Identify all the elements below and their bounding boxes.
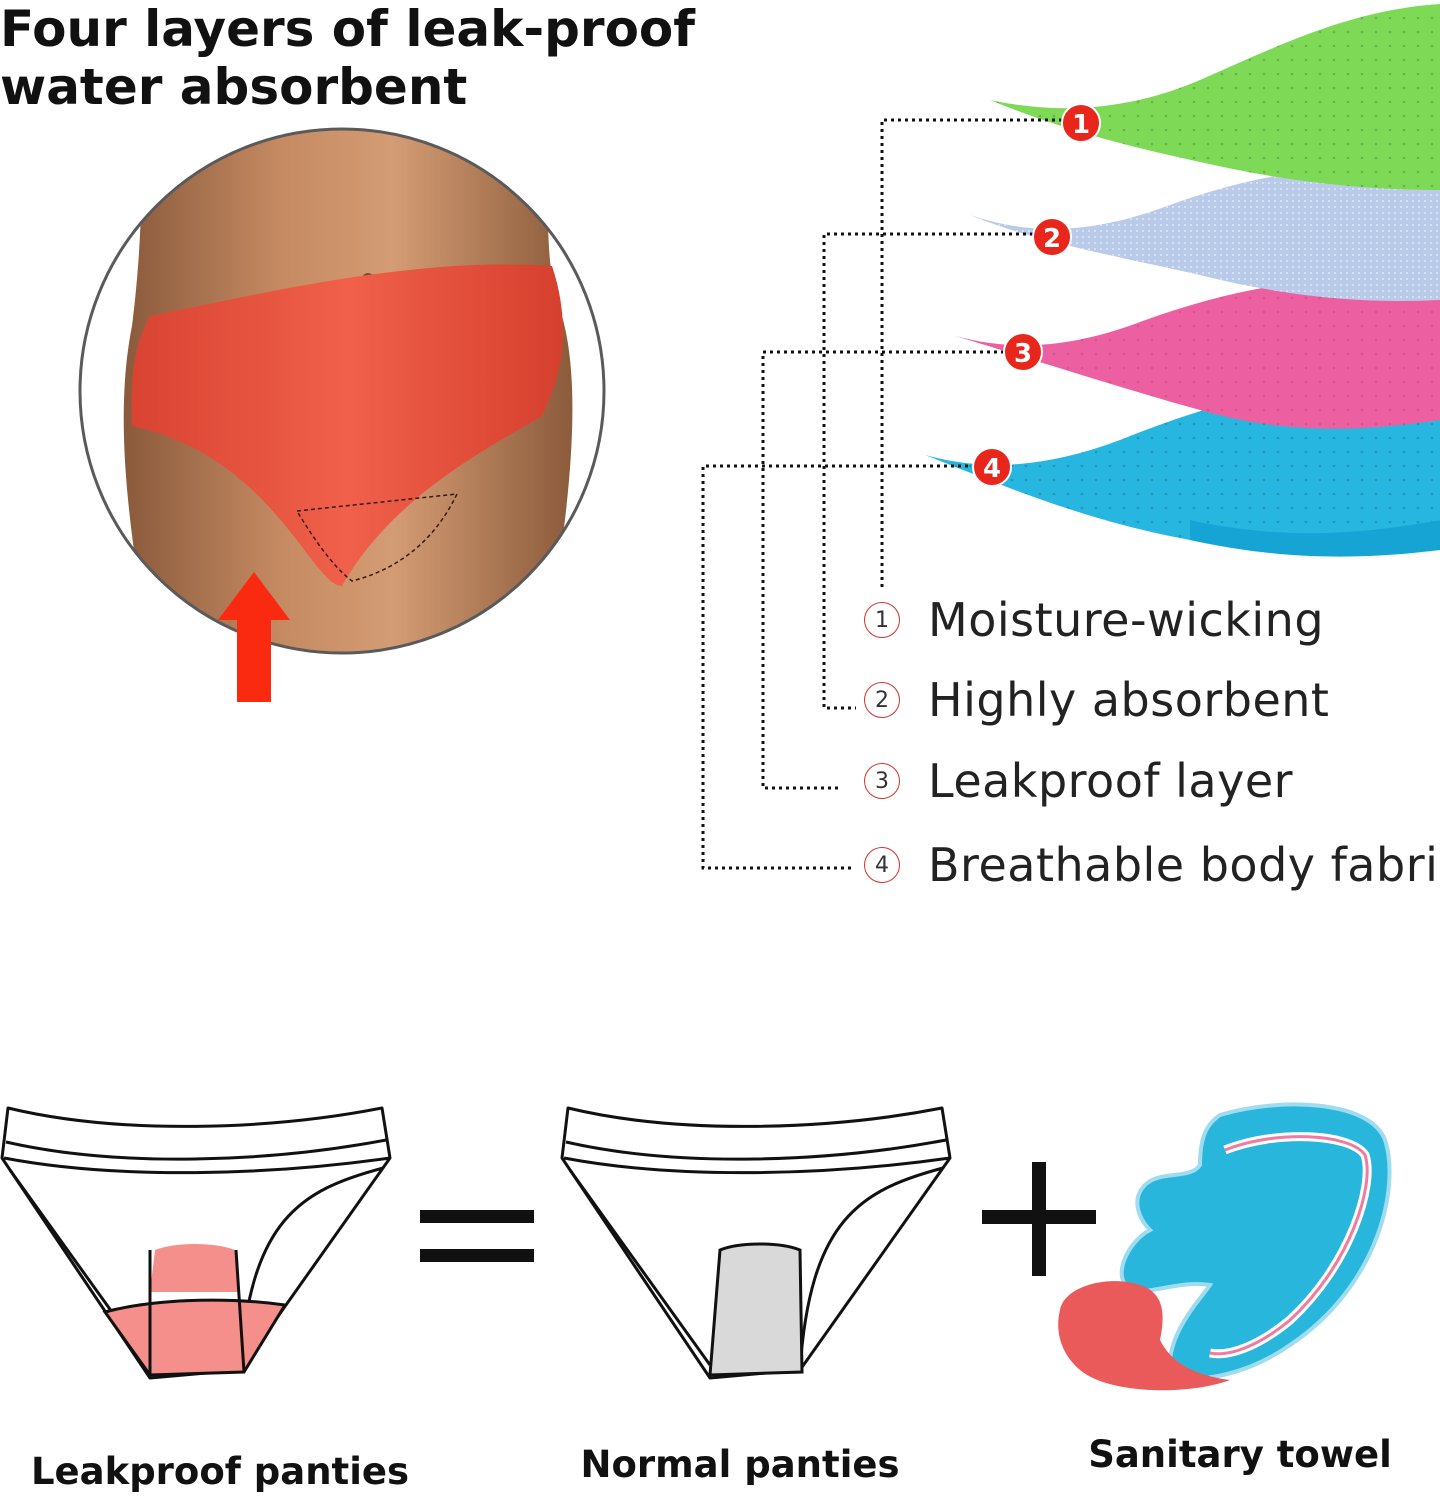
gusset-leakproof xyxy=(102,1298,288,1377)
leader-lines xyxy=(701,118,1062,870)
leakproof-panties-illustration xyxy=(0,1106,392,1380)
equals-icon xyxy=(420,1210,534,1262)
svg-text:1: 1 xyxy=(1072,110,1090,140)
headline: Four layers of leak-proof water absorben… xyxy=(0,0,700,116)
legend-label-1: Moisture-wicking xyxy=(928,593,1325,647)
caption-sanitary-towel: Sanitary towel xyxy=(1088,1433,1392,1476)
svg-text:2: 2 xyxy=(1043,224,1061,254)
layer-marker-1: 1 xyxy=(1061,103,1101,143)
legend-number-3: 3 xyxy=(864,763,900,799)
layer-1-green xyxy=(990,4,1440,190)
headline-line-2: water absorbent xyxy=(0,58,468,116)
legend-item-3: 3 Leakproof layer xyxy=(864,754,1294,808)
caption-leakproof-panties: Leakproof panties xyxy=(30,1450,410,1493)
gusset-top xyxy=(150,1244,238,1292)
legend-item-2: 2 Highly absorbent xyxy=(864,673,1330,727)
legend-label-3: Leakproof layer xyxy=(928,754,1294,808)
svg-text:3: 3 xyxy=(1014,339,1032,369)
legend-label-4: Breathable body fabric xyxy=(928,838,1440,892)
svg-text:4: 4 xyxy=(983,454,1001,484)
headline-line-1: Four layers of leak-proof xyxy=(0,0,696,58)
caption-normal-panties: Normal panties xyxy=(580,1443,900,1486)
sanitary-towel-illustration xyxy=(1058,1102,1392,1391)
legend-item-1: 1 Moisture-wicking xyxy=(864,593,1325,647)
layer-marker-3: 3 xyxy=(1003,332,1043,372)
legend-number-4: 4 xyxy=(864,847,900,883)
layer-2-blue xyxy=(970,165,1440,301)
layer-marker-4: 4 xyxy=(972,447,1012,487)
legend-number-2: 2 xyxy=(864,682,900,718)
plus-icon xyxy=(982,1162,1096,1276)
orange-panty xyxy=(131,264,563,586)
product-photo-circle xyxy=(78,127,606,655)
legend-number-1: 1 xyxy=(864,602,900,638)
layer-diagram: 1 2 3 4 xyxy=(701,4,1440,870)
layer-3-pink xyxy=(945,276,1440,429)
layer-marker-2: 2 xyxy=(1032,217,1072,257)
legend-label-2: Highly absorbent xyxy=(928,673,1330,727)
normal-panties-illustration xyxy=(560,1106,952,1380)
gusset-outline xyxy=(295,493,459,582)
legend-item-4: 4 Breathable body fabric xyxy=(864,838,1440,892)
up-arrow-icon xyxy=(218,572,290,702)
gusset-normal xyxy=(708,1242,804,1377)
